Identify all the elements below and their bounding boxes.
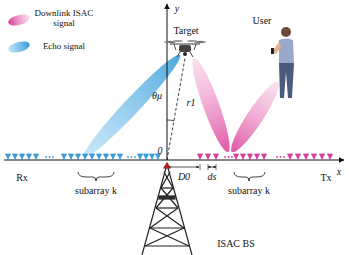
antenna-element (13, 154, 18, 160)
label: 0 (158, 145, 163, 156)
ellipsis-dot (52, 156, 54, 158)
label: User (253, 15, 272, 26)
antenna-element (312, 154, 317, 160)
dimension-line (208, 167, 216, 168)
antenna-element (118, 154, 123, 160)
antenna-element (34, 154, 39, 160)
label: Rx (16, 172, 28, 183)
antenna-element (27, 154, 32, 160)
label: θμ (152, 90, 162, 101)
subarray-brace (234, 172, 265, 181)
antenna-element (90, 154, 95, 160)
antenna-element (150, 154, 155, 160)
signal-beam (225, 78, 284, 157)
antenna-element (97, 154, 102, 160)
antenna-element (320, 154, 325, 160)
dimension-tick (216, 164, 217, 170)
label: subarray k (75, 185, 117, 196)
antenna-element (255, 154, 260, 160)
label: r1 (187, 97, 196, 108)
ellipsis-dot (231, 156, 233, 158)
antenna-element (138, 154, 143, 160)
dimension-line (168, 167, 199, 168)
label: x (337, 166, 341, 177)
antenna-element (214, 154, 219, 160)
ellipsis-dot (127, 156, 129, 158)
label: Tx (320, 172, 331, 183)
label: y (175, 3, 179, 14)
antenna-element (104, 154, 109, 160)
range-line (167, 58, 185, 160)
antenna-element (206, 154, 211, 160)
dimension-tick (208, 164, 209, 170)
antenna-element (144, 154, 149, 160)
legend-sample (7, 12, 31, 27)
antenna-element (20, 154, 25, 160)
angle-arc (167, 119, 174, 121)
label: ISAC BS (217, 238, 255, 249)
ellipsis-dot (280, 156, 282, 158)
antenna-element (6, 154, 11, 160)
ellipsis-dot (224, 156, 226, 158)
antenna-element (83, 154, 88, 160)
subarray-brace (78, 172, 114, 181)
label: ds (208, 171, 217, 182)
label: subarray k (228, 185, 270, 196)
antenna-element (304, 154, 309, 160)
legend-text: Downlink ISAC signal (34, 9, 94, 29)
antenna-element (62, 154, 67, 160)
x-axis (4, 160, 344, 161)
antenna-element (288, 154, 293, 160)
ellipsis-dot (49, 156, 51, 158)
antenna-element (111, 154, 116, 160)
ellipsis-dot (45, 156, 47, 158)
antenna-element (234, 154, 239, 160)
legend-text: Echo signal (34, 42, 94, 52)
antenna-element (198, 154, 203, 160)
antenna-element (262, 154, 267, 160)
ellipsis-dot (134, 156, 136, 158)
signal-beam (186, 55, 235, 154)
user-figure (271, 27, 294, 98)
y-axis (167, 4, 168, 160)
label: D0 (178, 171, 190, 182)
base-station-tower (142, 163, 192, 255)
ellipsis-dot (283, 156, 285, 158)
dimension-tick (200, 164, 201, 170)
label: Target (173, 25, 198, 36)
antenna-element (69, 154, 74, 160)
antenna-element (248, 154, 253, 160)
legend-sample (7, 39, 31, 54)
signal-beam (78, 50, 186, 163)
antenna-element (328, 154, 333, 160)
antenna-element (296, 154, 301, 160)
ellipsis-dot (228, 156, 230, 158)
ellipsis-dot (131, 156, 133, 158)
antenna-element (76, 154, 81, 160)
drone-target (164, 40, 206, 57)
ellipsis-dot (276, 156, 278, 158)
antenna-element (241, 154, 246, 160)
